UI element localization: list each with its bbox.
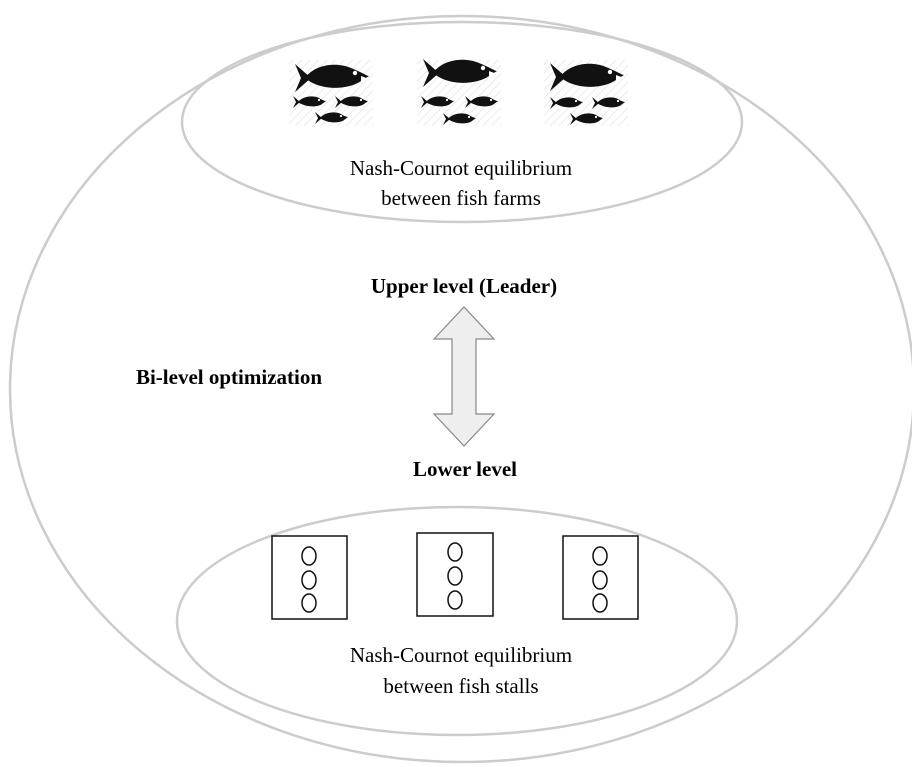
lower-ellipse (175, 505, 739, 737)
bidirectional-arrow-icon (432, 306, 496, 447)
fish-farm-icon (544, 60, 628, 126)
fish-stall-icon (416, 532, 494, 617)
fish-farm-icon (289, 60, 373, 126)
fish-farm-icon (417, 59, 501, 126)
upper-caption-line2: between fish farms (381, 186, 541, 210)
upper-level-label: Upper level (Leader) (371, 274, 557, 298)
upper-ellipse (180, 20, 744, 224)
lower-level-label: Lower level (413, 457, 517, 481)
lower-caption-line2: between fish stalls (383, 674, 538, 698)
outer-ellipse (8, 14, 912, 764)
upper-caption-line1: Nash-Cournot equilibrium (350, 156, 572, 180)
optimization-label: Bi-level optimization (136, 365, 322, 389)
lower-caption-line1: Nash-Cournot equilibrium (350, 643, 572, 667)
fish-stall-icon (271, 535, 348, 620)
fish-stall-icon (562, 535, 639, 620)
